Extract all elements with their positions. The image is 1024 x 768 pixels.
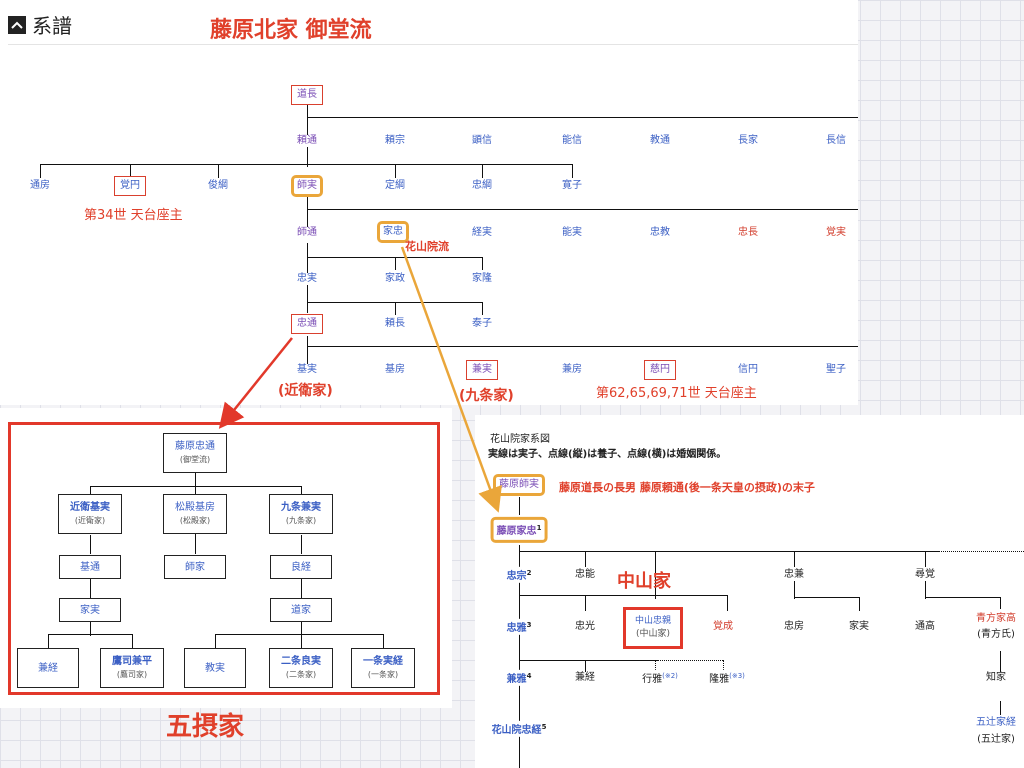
kazan-tadatsune[interactable]: 花山院忠経5	[490, 720, 548, 738]
node-taishi[interactable]: 泰子	[471, 318, 493, 330]
node-iemasa[interactable]: 家政	[384, 273, 406, 285]
kazan-tadafusa[interactable]: 忠房	[783, 621, 805, 633]
node-tadanaga[interactable]: 忠長	[737, 227, 759, 239]
sekke-tadamichi[interactable]: 藤原忠通 (御堂流)	[163, 433, 227, 473]
node-tadatsuna[interactable]: 忠綱	[471, 180, 493, 192]
kazan-tadayoshi[interactable]: 忠能	[574, 569, 596, 581]
node-toshitsuna[interactable]: 俊綱	[207, 180, 229, 192]
kazan-ryuga[interactable]: 隆雅(※3)	[708, 669, 746, 687]
kakuen-note: 第34世 天台座主	[84, 208, 183, 223]
kazan-ietada[interactable]: 藤原家忠1	[490, 516, 548, 544]
kazan-note: 実線は実子、点線(縦)は養子、点線(横)は婚姻関係。	[487, 449, 728, 461]
node-ietaka[interactable]: 家隆	[471, 273, 493, 285]
node-yorimichi[interactable]: 頼通	[296, 135, 318, 147]
node-shoshi[interactable]: 聖子	[825, 364, 847, 376]
kazan-morozane-note: 藤原道長の長男 藤原頼通(後一条天皇の摂政)の末子	[559, 481, 815, 494]
main-title: 藤原北家 御堂流	[210, 18, 372, 43]
sekke-label: 五摂家	[166, 712, 245, 742]
sekke-kujo-kanezane[interactable]: 九条兼実 (九条家)	[269, 494, 333, 534]
kazan-kanemasa[interactable]: 兼雅4	[505, 669, 533, 687]
kazan-iezane[interactable]: 家実	[848, 621, 870, 633]
sekke-yoshitsune[interactable]: 良経	[270, 555, 332, 579]
sekke-iezane[interactable]: 家実	[59, 598, 121, 622]
sekke-motomichi[interactable]: 基通	[59, 555, 121, 579]
kazan-tomoie[interactable]: 知家	[985, 672, 1007, 684]
node-kakujitsu[interactable]: 覚実	[825, 227, 847, 239]
node-kakuen[interactable]: 覚円	[114, 176, 146, 196]
node-michifusa[interactable]: 通房	[29, 180, 51, 192]
caret-up-icon[interactable]	[8, 15, 26, 34]
sekke-takatsukasa-kanehira[interactable]: 鷹司兼平 (鷹司家)	[100, 648, 164, 688]
sekke-moroie[interactable]: 師家	[164, 555, 226, 579]
kazan-morozane[interactable]: 藤原師実	[493, 474, 545, 496]
node-kanezane[interactable]: 兼実	[466, 360, 498, 380]
kazan-panel: 花山院家系図 実線は実子、点線(縦)は養子、点線(横)は婚姻関係。 藤原師実 藤…	[475, 415, 1024, 768]
node-morozane[interactable]: 師実	[291, 175, 323, 197]
kazan-kakujo[interactable]: 覚成	[712, 621, 734, 633]
node-jien[interactable]: 慈円	[644, 360, 676, 380]
node-michinaga[interactable]: 道長	[291, 85, 323, 105]
node-naganobu[interactable]: 長信	[825, 135, 847, 147]
node-ietada[interactable]: 家忠	[377, 221, 409, 243]
sekke-michiie[interactable]: 道家	[270, 598, 332, 622]
kazan-michitaka[interactable]: 通高	[914, 621, 936, 633]
kazan-kanetsune[interactable]: 兼経	[574, 672, 596, 684]
sekke-matsudono-motofusa[interactable]: 松殿基房 (松殿家)	[163, 494, 227, 534]
kazan-jinkaku[interactable]: 尋覚	[914, 569, 936, 581]
kazan-gyoga[interactable]: 行雅(※2)	[641, 669, 679, 687]
node-motofusa[interactable]: 基房	[384, 364, 406, 376]
kazan-title: 花山院家系図	[489, 434, 551, 446]
kazan-tadamune[interactable]: 忠宗2	[505, 566, 533, 584]
node-tadamichi[interactable]: 忠通	[291, 314, 323, 334]
kujo-label: (九条家)	[459, 388, 514, 404]
node-tsunezane[interactable]: 経実	[471, 227, 493, 239]
sekke-ichijo-sanetsune[interactable]: 一条実経 (一条家)	[351, 648, 415, 688]
kazan-tadakane[interactable]: 忠兼	[783, 569, 805, 581]
sekke-panel: 藤原忠通 (御堂流) 近衛基実 (近衛家) 松殿基房 (松殿家) 九条兼実 (九…	[0, 408, 452, 708]
node-yoshinobu[interactable]: 能信	[561, 135, 583, 147]
node-kanefusa[interactable]: 兼房	[561, 364, 583, 376]
node-kanshi[interactable]: 寛子	[561, 180, 583, 192]
kazan-nakayama-tadachika[interactable]: 中山忠親 (中山家)	[623, 607, 683, 649]
kazan-aokata-clan: (青方氏)	[976, 629, 1016, 641]
node-sadatsuna[interactable]: 定綱	[384, 180, 406, 192]
node-shinen[interactable]: 信円	[737, 364, 759, 376]
sekke-norizane[interactable]: 教実	[184, 648, 246, 688]
kazan-aokata-ietaka[interactable]: 青方家高	[975, 613, 1017, 625]
section-title: 系譜	[32, 14, 72, 38]
node-tadanori[interactable]: 忠教	[649, 227, 671, 239]
sekke-nijo-yoshizane[interactable]: 二条良実 (二条家)	[269, 648, 333, 688]
top-lineage-panel: 系譜 道長 頼通 頼宗 顕信 能信 教通 長家 長信 通房 覚円 俊綱 師実 定…	[0, 0, 858, 405]
node-yoshizane[interactable]: 能実	[561, 227, 583, 239]
kazan-tadamasa[interactable]: 忠雅3	[505, 618, 533, 636]
sekke-konoe-motozane[interactable]: 近衛基実 (近衛家)	[58, 494, 122, 534]
node-moromichi[interactable]: 師通	[296, 227, 318, 239]
sekke-kanetsune[interactable]: 兼経	[17, 648, 79, 688]
kazan-tadamitsu[interactable]: 忠光	[574, 621, 596, 633]
node-nagaie[interactable]: 長家	[737, 135, 759, 147]
node-motozane[interactable]: 基実	[296, 364, 318, 376]
kazan-itsutsuji-ietsune[interactable]: 五辻家経	[975, 717, 1017, 729]
node-akinobu[interactable]: 顕信	[471, 135, 493, 147]
node-norimichi[interactable]: 教通	[649, 135, 671, 147]
nakayama-label: 中山家	[617, 571, 671, 592]
section-header[interactable]: 系譜	[8, 10, 72, 39]
node-tadazane[interactable]: 忠実	[296, 273, 318, 285]
node-yorinaga[interactable]: 頼長	[384, 318, 406, 330]
jien-note: 第62,65,69,71世 天台座主	[596, 386, 757, 401]
kazan-label: 花山院流	[405, 240, 449, 253]
konoe-label: (近衛家)	[278, 383, 333, 399]
kazan-itsutsuji-clan: (五辻家)	[976, 734, 1016, 746]
node-yorimune[interactable]: 頼宗	[384, 135, 406, 147]
